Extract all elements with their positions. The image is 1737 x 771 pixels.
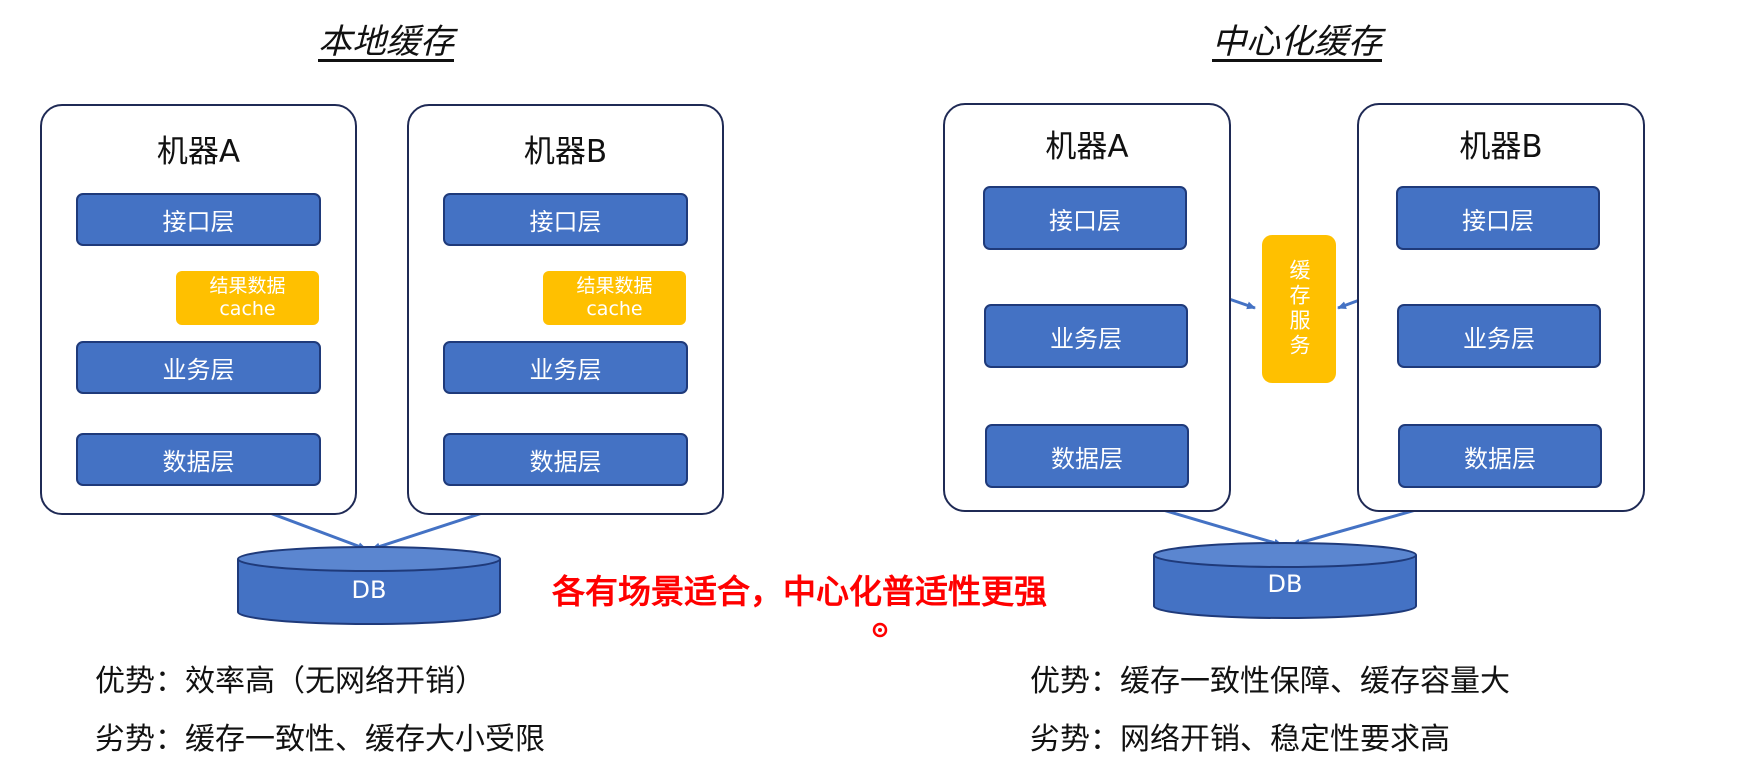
left-pros: 优势：效率高（无网络开销） <box>95 664 485 699</box>
cache-service-box: 缓存服务 <box>1262 235 1336 383</box>
centralized-cache-title: 中心化缓存 <box>1212 22 1382 62</box>
local-cache-title: 本地缓存 <box>318 22 454 62</box>
right-b-business-layer: 业务层 <box>1397 304 1601 368</box>
left-b-business-layer: 业务层 <box>443 341 688 394</box>
db-cylinder-right <box>1153 542 1417 619</box>
left-a-interface-layer: 接口层 <box>76 193 321 246</box>
left-b-interface-layer: 接口层 <box>443 193 688 246</box>
right-cons: 劣势：网络开销、稳定性要求高 <box>1030 722 1450 757</box>
left-a-business-layer: 业务层 <box>76 341 321 394</box>
pointer-dot <box>872 622 888 638</box>
right-machine-a-title: 机器A <box>1045 129 1129 165</box>
left-b-cache-line2: cache <box>586 298 643 320</box>
left-b-result-cache: 结果数据 cache <box>543 271 686 325</box>
right-pros: 优势：缓存一致性保障、缓存容量大 <box>1030 664 1510 699</box>
left-a-result-cache: 结果数据 cache <box>176 271 319 325</box>
left-cons: 劣势：缓存一致性、缓存大小受限 <box>95 722 545 757</box>
left-b-data-layer: 数据层 <box>443 433 688 486</box>
left-a-data-layer: 数据层 <box>76 433 321 486</box>
summary-slogan: 各有场景适合，中心化普适性更强 <box>552 572 1047 611</box>
right-a-business-layer: 业务层 <box>984 304 1188 368</box>
left-machine-a-title: 机器A <box>156 134 241 170</box>
db-cylinder-left <box>237 546 501 625</box>
left-a-cache-line1: 结果数据 <box>209 275 286 297</box>
left-a-cache-line2: cache <box>219 298 276 320</box>
right-a-interface-layer: 接口层 <box>983 186 1187 250</box>
left-db-label: DB <box>351 576 387 604</box>
right-b-interface-layer: 接口层 <box>1396 186 1600 250</box>
right-a-data-layer: 数据层 <box>985 424 1189 488</box>
right-b-data-layer: 数据层 <box>1398 424 1602 488</box>
left-b-cache-line1: 结果数据 <box>576 275 653 297</box>
right-db-label: DB <box>1267 570 1303 598</box>
left-machine-b-title: 机器B <box>523 134 608 170</box>
right-machine-b-title: 机器B <box>1459 129 1543 165</box>
